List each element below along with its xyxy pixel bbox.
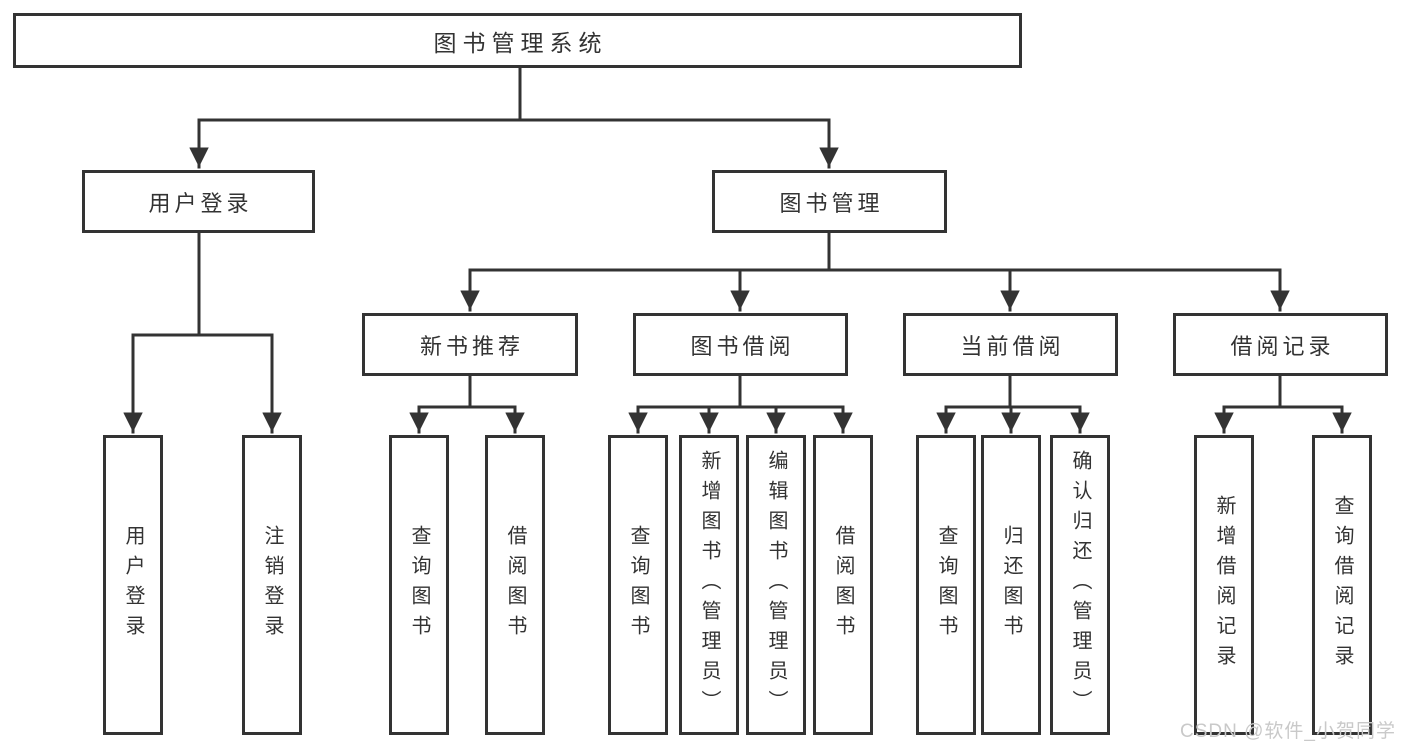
leaf-logout-label: 注销登录 — [261, 525, 283, 645]
watermark: CSDN @软件_小贺同学 — [1180, 721, 1396, 742]
leaf-newbooks-query: 查询图书 — [389, 435, 449, 735]
leaf-borrow-query-label: 查询图书 — [627, 525, 649, 645]
leaf-current-confirm: 确认归还（管理员） — [1050, 435, 1110, 735]
leaf-newbooks-borrow: 借阅图书 — [485, 435, 545, 735]
leaf-current-query: 查询图书 — [916, 435, 976, 735]
leaf-user-login-label: 用户登录 — [122, 525, 144, 645]
leaf-newbooks-query-label: 查询图书 — [408, 525, 430, 645]
current-borrow-connector — [936, 374, 1090, 434]
node-user-login-label: 用户登录 — [148, 190, 253, 216]
node-book-borrow: 图书借阅 — [633, 313, 848, 376]
leaf-records-add-label: 新增借阅记录 — [1213, 495, 1235, 675]
node-borrow-records-label: 借阅记录 — [1230, 333, 1335, 359]
leaf-current-return-label: 归还图书 — [1000, 525, 1022, 645]
leaf-borrow-query: 查询图书 — [608, 435, 668, 735]
leaf-current-confirm-label: 确认归还（管理员） — [1069, 450, 1091, 720]
node-root-label: 图书管理系统 — [433, 29, 608, 56]
node-book-borrow-label: 图书借阅 — [690, 333, 795, 359]
node-borrow-records: 借阅记录 — [1173, 313, 1388, 376]
leaf-borrow-borrow: 借阅图书 — [813, 435, 873, 735]
node-new-books-label: 新书推荐 — [419, 333, 524, 359]
new-books-connector — [409, 374, 525, 434]
book-mgmt-connector — [460, 231, 1290, 312]
leaf-borrow-add: 新增图书（管理员） — [679, 435, 739, 735]
root-connector — [189, 66, 839, 169]
leaf-borrow-edit: 编辑图书（管理员） — [746, 435, 806, 735]
leaf-newbooks-borrow-label: 借阅图书 — [504, 525, 526, 645]
leaf-borrow-edit-label: 编辑图书（管理员） — [765, 450, 787, 720]
node-root: 图书管理系统 — [13, 13, 1022, 68]
leaf-current-return: 归还图书 — [981, 435, 1041, 735]
node-current-borrow: 当前借阅 — [903, 313, 1118, 376]
node-current-borrow-label: 当前借阅 — [960, 333, 1065, 359]
leaf-records-add: 新增借阅记录 — [1194, 435, 1254, 735]
leaf-borrow-borrow-label: 借阅图书 — [832, 525, 854, 645]
borrow-records-connector — [1214, 374, 1352, 434]
node-user-login: 用户登录 — [82, 170, 315, 233]
leaf-current-query-label: 查询图书 — [935, 525, 957, 645]
node-book-mgmt: 图书管理 — [712, 170, 947, 233]
user-login-connector — [123, 231, 282, 434]
book-borrow-connector — [628, 374, 853, 434]
leaf-records-query-label: 查询借阅记录 — [1331, 495, 1353, 675]
node-new-books: 新书推荐 — [362, 313, 578, 376]
leaf-user-login: 用户登录 — [103, 435, 163, 735]
leaf-logout: 注销登录 — [242, 435, 302, 735]
leaf-records-query: 查询借阅记录 — [1312, 435, 1372, 735]
node-book-mgmt-label: 图书管理 — [779, 190, 884, 216]
leaf-borrow-add-label: 新增图书（管理员） — [698, 450, 720, 720]
